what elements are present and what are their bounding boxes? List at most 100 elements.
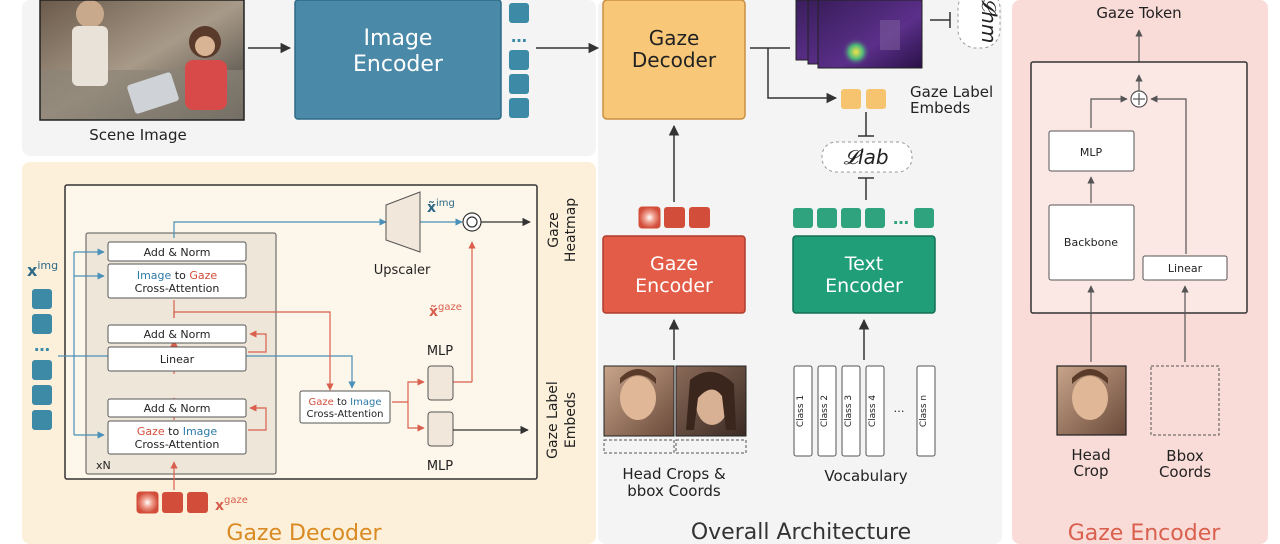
encoder-head-crop-image bbox=[1056, 365, 1127, 436]
decoder-add-norm-bottom bbox=[107, 398, 247, 418]
gaze-label-embeds-top-line2: Embeds bbox=[910, 99, 970, 117]
decoder-add-norm-mid-label: Add & Norm bbox=[144, 328, 211, 341]
encoder-mlp-label: MLP bbox=[1080, 146, 1103, 159]
gaze-encoder-label-line1: Gaze bbox=[650, 253, 698, 275]
encoder-head-crop-label-line1: Head bbox=[1071, 446, 1110, 464]
decoder-gaze-to-img-cross-attention: Cross-Attention bbox=[135, 438, 220, 451]
label-embed-token-1 bbox=[841, 89, 861, 109]
image-encoder-block bbox=[294, 0, 502, 120]
decoder-gaze-tokens bbox=[136, 491, 208, 514]
vocab-class-1: Class 1 bbox=[796, 395, 806, 427]
decoder-red-lines bbox=[170, 241, 476, 490]
decoder-gaze-to-img-block bbox=[107, 420, 247, 455]
gaze-decoder-title: Gaze Decoder bbox=[226, 521, 382, 544]
label-embed-token-2 bbox=[866, 89, 886, 109]
decoder-img-to-gaze-block bbox=[107, 263, 247, 299]
loss-hm-box bbox=[957, 0, 1001, 49]
gaze-encoder-block bbox=[602, 235, 746, 314]
dot-product-inner bbox=[466, 216, 478, 228]
scene-image bbox=[39, 0, 245, 121]
decoder-gaze-label-embeds-line1: Gaze Label bbox=[545, 381, 561, 459]
encoder-mlp-block bbox=[1048, 130, 1135, 172]
text-encoder-block bbox=[792, 235, 936, 314]
loss-lab-label: 𝓛lab bbox=[843, 145, 888, 169]
image-tokens-top: … bbox=[509, 3, 529, 118]
gaze-decoder-label-line2: Decoder bbox=[632, 48, 717, 72]
text-encoder-label-line1: Text bbox=[844, 253, 883, 275]
encoder-backbone-label: Backbone bbox=[1064, 236, 1118, 249]
decoder-gaze-to-img-cross-attention-2: Cross-Attention bbox=[307, 409, 384, 420]
decoder-linear-label: Linear bbox=[160, 353, 195, 366]
decoder-mlp-bottom-block bbox=[427, 411, 454, 447]
gaze-encoder-label-line2: Encoder bbox=[635, 275, 713, 297]
decoder-xt-img-label: x̃img bbox=[427, 198, 455, 216]
image-encoder-label-line2: Encoder bbox=[353, 52, 444, 77]
text-encoder-label-line2: Encoder bbox=[825, 275, 903, 297]
head-crop-images bbox=[603, 365, 747, 437]
vocab-ellipsis: … bbox=[894, 402, 905, 415]
heatmap-stack bbox=[795, 0, 923, 69]
scene-image-label: Scene Image bbox=[89, 126, 186, 144]
arrow-decoder-to-label-embeds bbox=[767, 48, 838, 104]
decoder-add-norm-bottom-label: Add & Norm bbox=[144, 402, 211, 415]
vocabulary-classes: Class 1 Class 2 Class 3 Class 4 … Class … bbox=[793, 365, 936, 457]
vocab-class-n: Class n bbox=[919, 395, 929, 427]
loss-hm-label: 𝓛hm bbox=[977, 0, 1001, 43]
gaze-tokens-middle bbox=[638, 206, 710, 229]
encoder-bbox-coords-slot bbox=[1150, 365, 1220, 436]
gaze-token-label: Gaze Token bbox=[1096, 4, 1181, 22]
decoder-x-gaze-label: xgaze bbox=[215, 495, 248, 514]
decoder-mlp-top-block bbox=[427, 365, 454, 401]
encoder-bbox-label-line2: Coords bbox=[1159, 463, 1211, 481]
svg-text:…: … bbox=[893, 209, 909, 228]
encoder-bbox-label-line1: Bbox bbox=[1166, 447, 1204, 465]
decoder-image-tokens: … bbox=[32, 289, 52, 430]
svg-text:…: … bbox=[511, 27, 527, 46]
svg-text:…: … bbox=[34, 336, 50, 355]
text-tokens-middle: … bbox=[793, 208, 934, 228]
gaze-heatmap-label-line2: Heatmap bbox=[563, 198, 579, 262]
arrow-mlp-to-sum bbox=[1090, 95, 1128, 128]
gaze-label-embeds-top-line1: Gaze Label bbox=[910, 83, 993, 101]
vocab-class-4: Class 4 bbox=[868, 395, 878, 428]
vocab-class-2: Class 2 bbox=[820, 395, 830, 427]
head-crops-label-line2: bbox Coords bbox=[627, 482, 721, 500]
decoder-linear-block bbox=[107, 346, 247, 372]
head-crops-label-line1: Head Crops & bbox=[622, 465, 726, 483]
decoder-gaze-label-embeds-line2: Embeds bbox=[563, 392, 579, 448]
decoder-img-to-gaze-cross-attention: Cross-Attention bbox=[135, 282, 220, 295]
decoder-xn-label: xN bbox=[96, 459, 111, 472]
decoder-gaze-to-img-label: Gaze to Image bbox=[137, 425, 218, 438]
image-encoder-label-line1: Image bbox=[364, 26, 433, 51]
arrow-linear-to-sum bbox=[1150, 95, 1187, 254]
overall-architecture-title: Overall Architecture bbox=[691, 520, 911, 544]
decoder-add-norm-top-label: Add & Norm bbox=[144, 246, 211, 259]
upscaler-shape bbox=[385, 191, 421, 253]
upscaler-label: Upscaler bbox=[374, 263, 431, 278]
decoder-img-to-gaze-label: Image to Gaze bbox=[137, 269, 218, 282]
decoder-x-img-label: ximg bbox=[27, 259, 58, 280]
decoder-gaze-to-img-label-2: Gaze to Image bbox=[308, 397, 381, 408]
bbox-coords-slot-1 bbox=[603, 439, 675, 454]
decoder-mlp-bottom-label: MLP bbox=[427, 459, 453, 474]
gaze-heatmap-label-line1: Gaze bbox=[546, 212, 562, 247]
decoder-gaze-to-img-block-2 bbox=[299, 390, 391, 424]
bbox-coords-slot-2 bbox=[675, 439, 747, 454]
decoder-xt-gaze-label: x̃gaze bbox=[429, 302, 462, 320]
encoder-head-crop-label-line2: Crop bbox=[1073, 462, 1108, 480]
gaze-encoder-title: Gaze Encoder bbox=[1068, 521, 1222, 544]
decoder-mlp-top-label: MLP bbox=[427, 344, 453, 359]
encoder-linear-label: Linear bbox=[1168, 262, 1203, 275]
vocabulary-label: Vocabulary bbox=[824, 467, 907, 485]
encoder-backbone-block bbox=[1048, 204, 1135, 281]
loss-lab-box bbox=[821, 141, 913, 173]
dot-product-outer bbox=[462, 212, 482, 232]
gaze-decoder-label-line1: Gaze bbox=[649, 26, 700, 50]
decoder-add-norm-mid bbox=[107, 324, 247, 344]
gaze-decoder-block bbox=[602, 0, 746, 120]
vocab-class-3: Class 3 bbox=[844, 395, 854, 427]
decoder-add-norm-top bbox=[107, 241, 247, 262]
encoder-linear-block bbox=[1142, 255, 1228, 281]
